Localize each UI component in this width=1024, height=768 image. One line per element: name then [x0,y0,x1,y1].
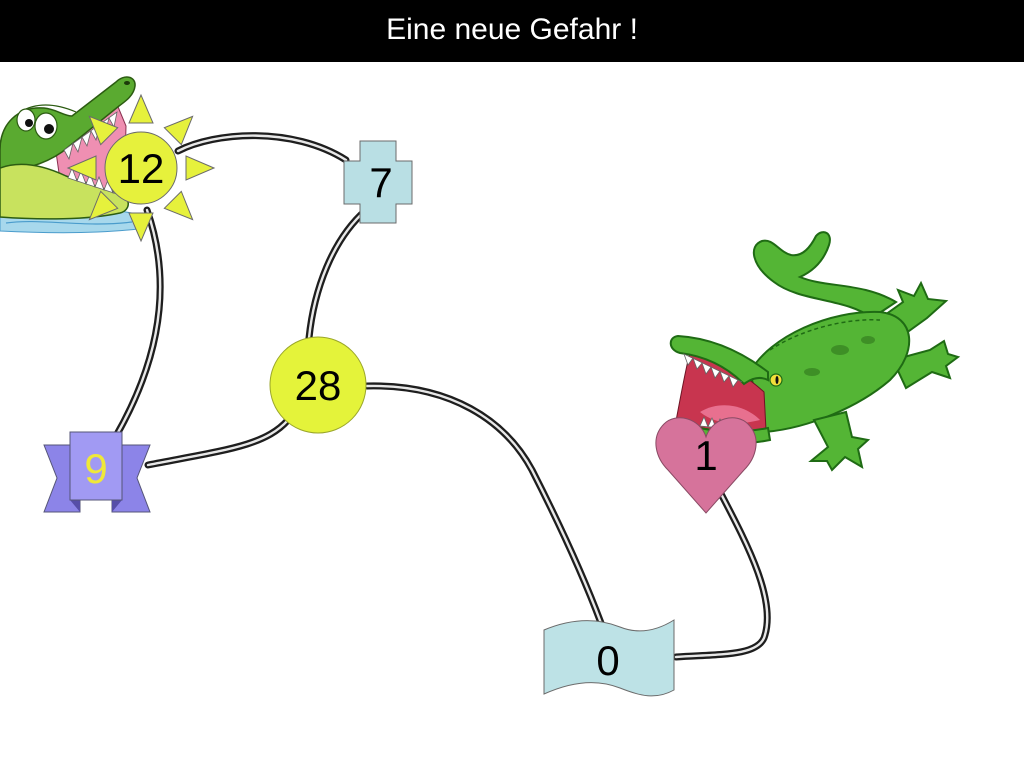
sun-ray [88,190,119,221]
slide-title: Eine neue Gefahr ! [386,13,638,46]
alligator-tongue [700,405,760,424]
sun-ray [185,155,216,181]
eye-back [16,108,36,132]
node-9: 9 [43,431,151,513]
ribbon-panel [69,431,123,501]
rope-core [176,134,348,162]
edges [112,132,771,661]
ribbon-icon [43,431,151,513]
edge-1-0 [672,484,771,661]
alligator-back-ridge [769,319,881,351]
ribbon-left-fold [70,500,80,512]
edge-7-28 [305,206,370,342]
sun-ray [163,115,194,146]
rope-core [365,384,603,625]
edge-12-7 [174,132,350,164]
pupil-back [25,119,33,127]
water-ripple [5,220,133,225]
heart-icon [655,417,757,514]
alligator-spot [804,368,820,376]
rope-outline [112,206,164,440]
cross-icon [343,140,413,224]
rope-core [146,418,290,467]
alligator-body [748,310,911,434]
node-12: 12 [66,93,216,243]
ribbon-right-fold [112,500,122,512]
sun-ray [163,190,194,221]
rope-core [674,486,769,659]
node-1: 1 [655,417,757,514]
sun-ray [66,155,97,181]
rope-outline [363,382,605,627]
edge-28-9 [144,416,292,469]
flag-icon [543,619,675,697]
node-0: 0 [543,619,675,697]
alligator-upper-jaw [669,334,769,386]
node-label-0: 0 [596,637,619,684]
node-label-28: 28 [295,362,342,409]
sun-rays [66,93,216,243]
rope-outline [144,416,292,469]
sun-ray [128,212,154,243]
title-bar: Eine neue Gefahr ! [0,0,1024,62]
node-label-1: 1 [694,432,717,479]
sun-disc [104,131,178,205]
alligator-spot [861,336,875,344]
sun-icon [66,93,216,243]
rope-outline [305,206,370,342]
node-label-7: 7 [369,159,392,206]
pupil-front [44,124,54,134]
sun-ray [88,115,119,146]
rope-core [307,208,368,340]
alligator-back-leg-lower [891,339,961,390]
rope-outline [672,484,771,661]
edge-12-9 [112,206,164,440]
node-7: 7 [343,140,413,224]
rope-core [114,208,162,438]
edge-28-0 [363,382,605,627]
node-label-12: 12 [118,145,165,192]
node-28: 28 [269,336,367,434]
upper-jaw [0,76,136,173]
nostril [124,81,130,85]
alligator-front-leg [808,410,871,472]
circle-icon [269,336,367,434]
alligator-upper-teeth [683,353,743,388]
node-label-9: 9 [84,445,107,492]
alligator-spot [831,345,849,355]
sun-ray [128,93,154,124]
alligator-pupil [775,376,779,384]
alligator-tail [752,231,898,320]
